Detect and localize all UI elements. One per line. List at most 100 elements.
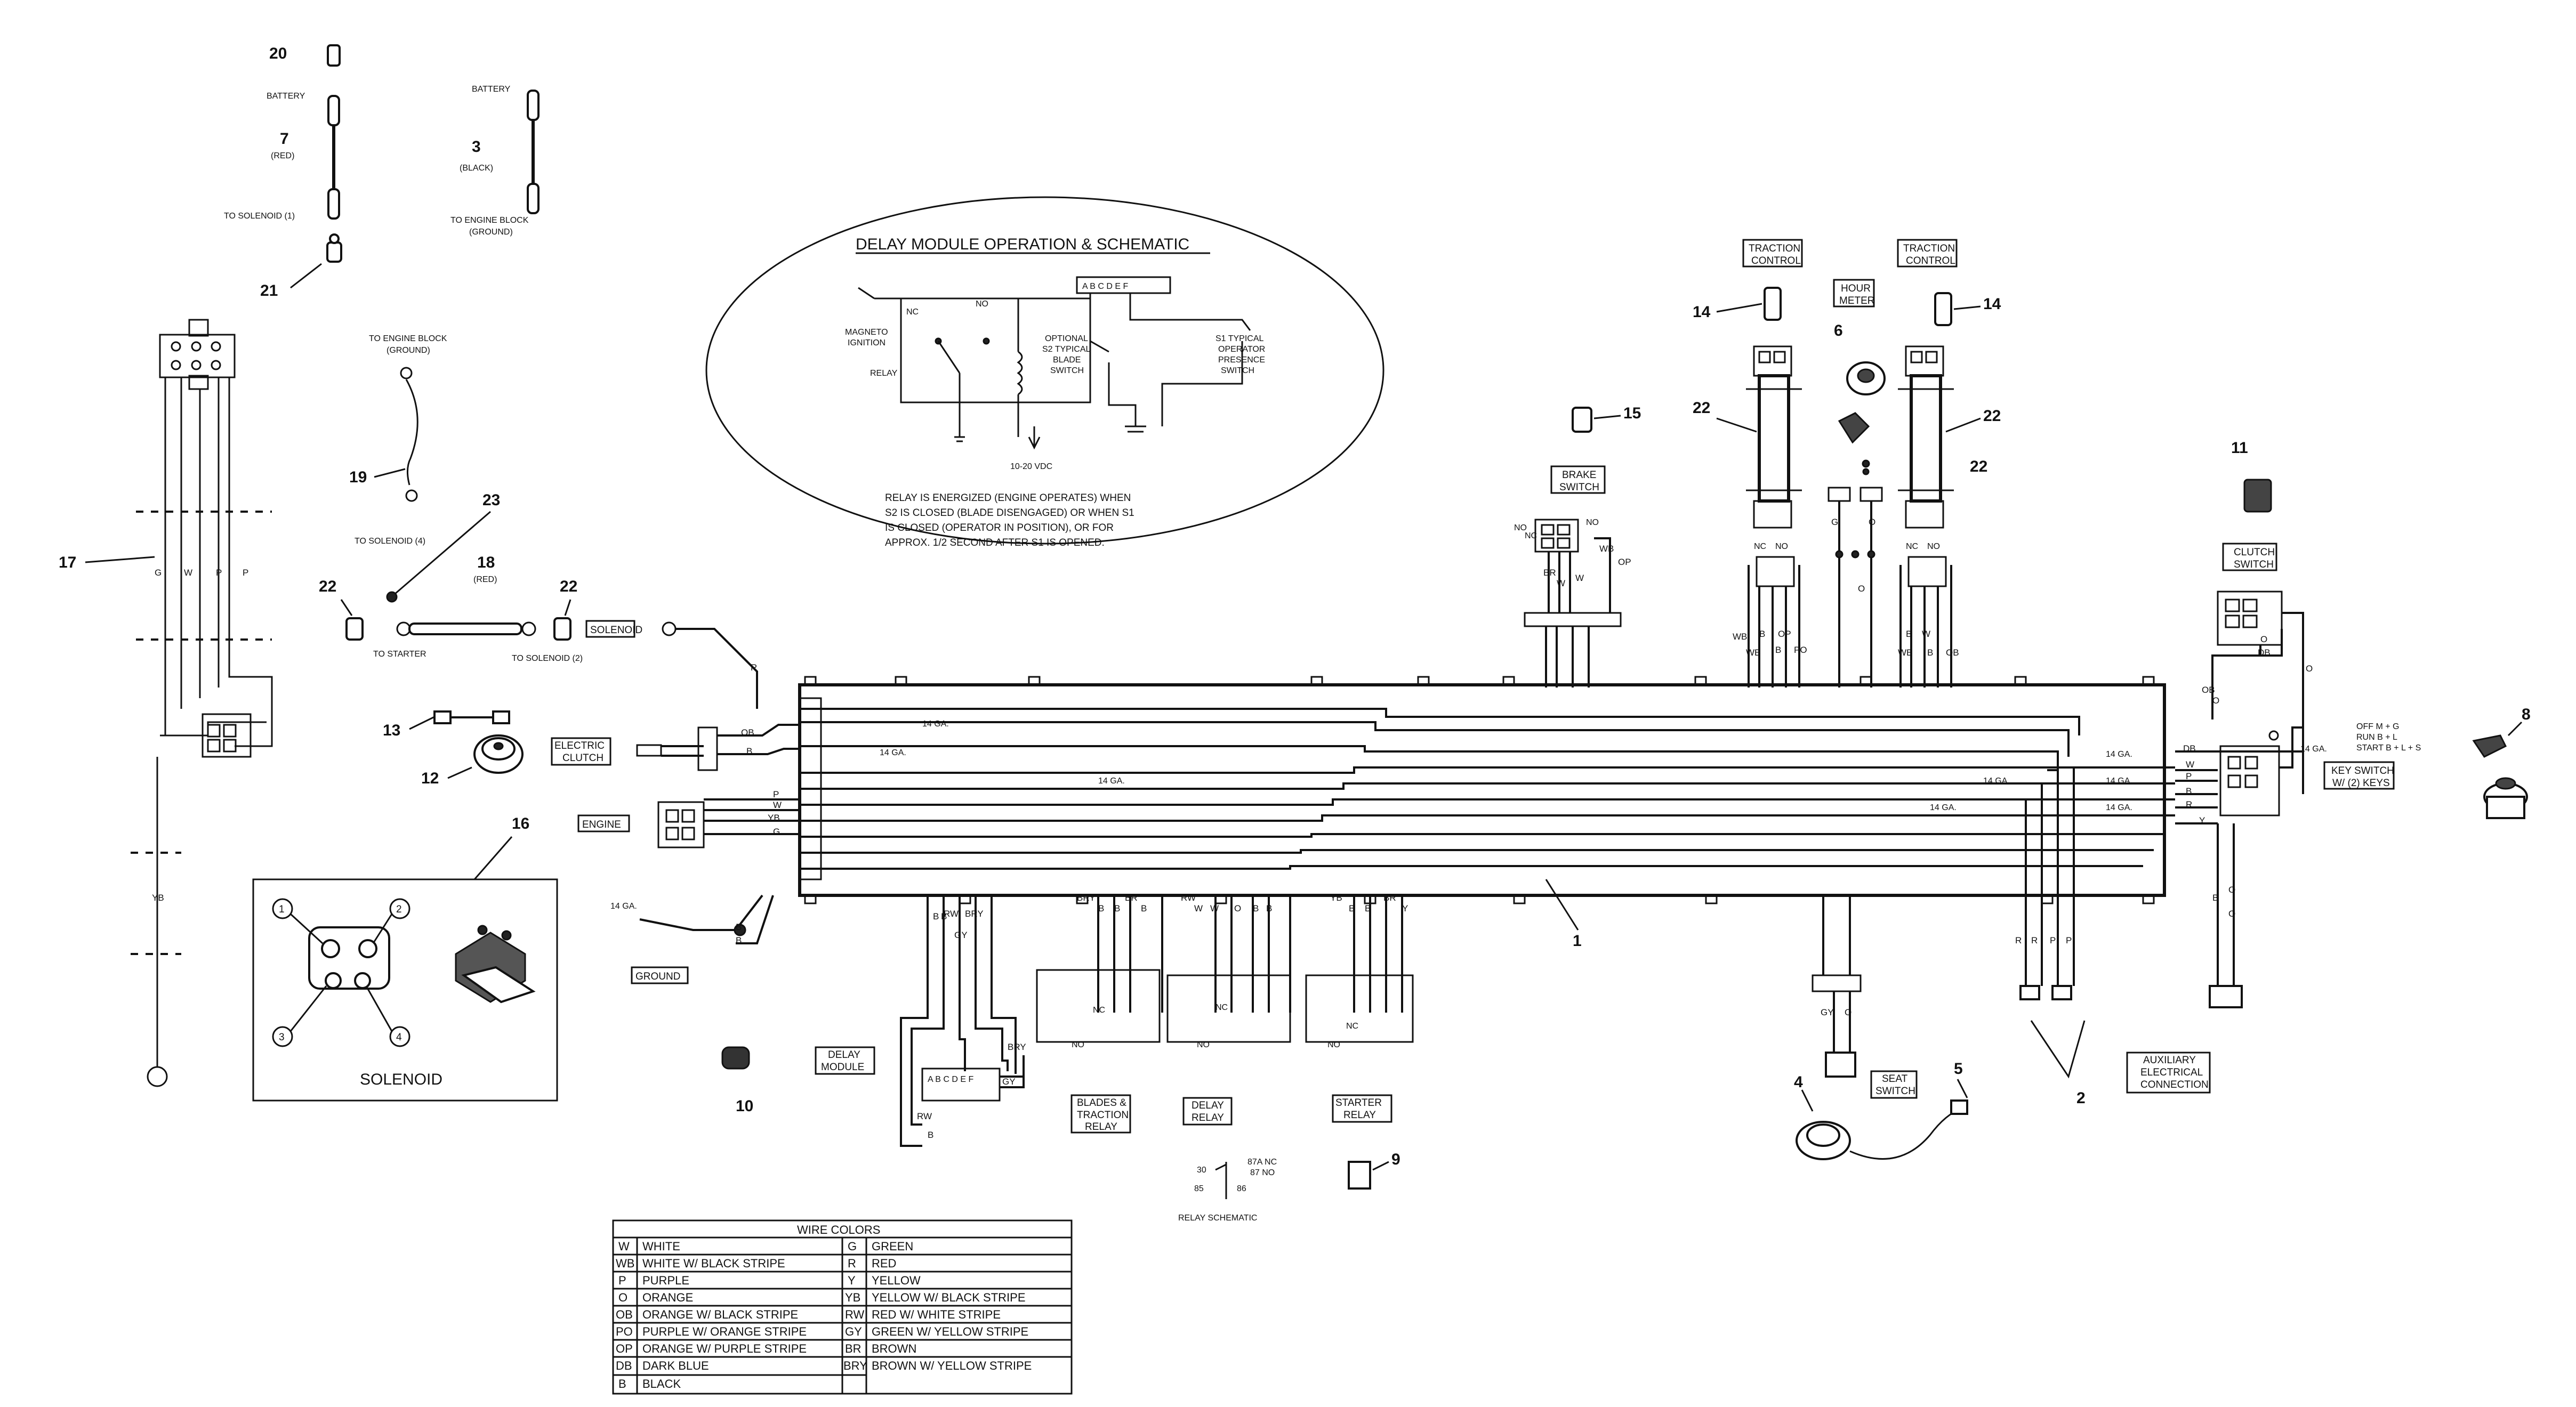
svg-text:BRY: BRY xyxy=(965,909,984,919)
svg-text:RW: RW xyxy=(944,909,959,919)
svg-text:GY: GY xyxy=(1002,1077,1016,1087)
svg-text:DELAY MODULE OPERATION & SCHEM: DELAY MODULE OPERATION & SCHEMATIC xyxy=(856,236,1189,253)
svg-text:TO SOLENOID (1): TO SOLENOID (1) xyxy=(224,212,295,221)
svg-text:2: 2 xyxy=(2076,1089,2086,1107)
svg-text:BRAKE: BRAKE xyxy=(1562,470,1596,481)
svg-text:P: P xyxy=(2186,771,2192,781)
svg-text:RW: RW xyxy=(1181,893,1196,903)
svg-text:SWITCH: SWITCH xyxy=(1875,1086,1915,1097)
svg-text:GROUND: GROUND xyxy=(635,971,680,982)
svg-text:GY: GY xyxy=(1821,1007,1834,1017)
svg-text:G: G xyxy=(773,827,780,837)
svg-text:87 NO: 87 NO xyxy=(1250,1168,1275,1177)
svg-text:86: 86 xyxy=(1237,1184,1246,1193)
svg-text:BRY: BRY xyxy=(1008,1042,1026,1052)
svg-text:OP: OP xyxy=(616,1342,633,1355)
svg-text:R: R xyxy=(2015,935,2022,945)
terminal-boot-21: 21 xyxy=(260,233,342,300)
svg-text:G: G xyxy=(155,568,162,578)
svg-text:4: 4 xyxy=(1794,1073,1803,1091)
svg-text:A B C D E F: A B C D E F xyxy=(1082,282,1128,291)
svg-text:NC: NC xyxy=(906,308,919,317)
svg-text:R: R xyxy=(751,662,757,673)
svg-text:O: O xyxy=(1234,903,1241,913)
svg-text:(RED): (RED) xyxy=(473,575,497,584)
svg-text:B: B xyxy=(1253,903,1259,913)
svg-text:R: R xyxy=(2186,799,2192,810)
svg-text:YB: YB xyxy=(845,1291,860,1304)
svg-text:S2 TYPICAL: S2 TYPICAL xyxy=(1042,345,1091,354)
svg-text:GREEN W/ YELLOW STRIPE: GREEN W/ YELLOW STRIPE xyxy=(872,1325,1028,1338)
svg-text:B: B xyxy=(1266,903,1272,913)
svg-text:NC: NC xyxy=(1906,542,1918,551)
svg-text:W: W xyxy=(184,568,192,578)
svg-text:PO: PO xyxy=(616,1325,633,1338)
svg-text:P: P xyxy=(243,568,248,578)
svg-text:14 GA.: 14 GA. xyxy=(2106,777,2132,786)
svg-text:TRACTION: TRACTION xyxy=(1903,243,1955,254)
svg-text:BLACK: BLACK xyxy=(642,1377,681,1390)
svg-text:R: R xyxy=(848,1257,856,1270)
svg-text:CLUTCH: CLUTCH xyxy=(562,753,603,764)
svg-text:DELAY: DELAY xyxy=(1192,1100,1224,1111)
svg-text:DELAY: DELAY xyxy=(828,1049,860,1061)
svg-text:OB: OB xyxy=(2202,685,2215,695)
svg-text:RELAY: RELAY xyxy=(1192,1112,1224,1123)
svg-text:23: 23 xyxy=(482,491,500,509)
svg-text:TRACTION: TRACTION xyxy=(1077,1110,1129,1121)
svg-text:(GROUND): (GROUND) xyxy=(469,228,513,237)
svg-text:NO: NO xyxy=(1197,1040,1210,1049)
svg-text:STARTER: STARTER xyxy=(1335,1097,1382,1109)
svg-text:14 GA.: 14 GA. xyxy=(1930,803,1957,812)
svg-text:6: 6 xyxy=(1834,322,1843,339)
svg-text:W: W xyxy=(1575,573,1584,583)
svg-text:16: 16 xyxy=(512,815,529,832)
svg-text:OPTIONAL: OPTIONAL xyxy=(1045,334,1088,343)
svg-text:B: B xyxy=(618,1377,626,1390)
svg-text:YB: YB xyxy=(152,893,164,903)
svg-text:14 GA.: 14 GA. xyxy=(2106,803,2132,812)
svg-text:22: 22 xyxy=(560,578,577,595)
svg-text:11: 11 xyxy=(2231,439,2248,457)
svg-text:RELAY: RELAY xyxy=(1343,1110,1376,1121)
svg-text:HOUR: HOUR xyxy=(1841,283,1871,294)
battery-cable-red: 20 BATTERY 7 (RED) TO SOLENOID (1) xyxy=(224,44,341,221)
svg-text:KEY SWITCH: KEY SWITCH xyxy=(2331,765,2394,777)
svg-text:W: W xyxy=(2186,759,2194,770)
svg-text:30: 30 xyxy=(1197,1166,1206,1175)
svg-text:R: R xyxy=(2031,935,2038,945)
svg-text:ORANGE W/ BLACK STRIPE: ORANGE W/ BLACK STRIPE xyxy=(642,1308,798,1321)
svg-text:NO: NO xyxy=(1927,542,1940,551)
svg-text:WB: WB xyxy=(1599,544,1614,554)
wire-colors-table: WIRE COLORS W WHITE G GREEN WB WHITE W/ … xyxy=(612,1219,1073,1395)
svg-text:START B + L + S: START B + L + S xyxy=(2356,743,2421,753)
svg-text:B: B xyxy=(1759,629,1765,639)
svg-text:A B C D E F: A B C D E F xyxy=(928,1075,973,1084)
svg-text:17: 17 xyxy=(59,554,76,571)
svg-text:P: P xyxy=(618,1274,626,1287)
svg-text:RELAY: RELAY xyxy=(870,369,898,378)
svg-text:ELECTRIC: ELECTRIC xyxy=(554,740,605,751)
svg-text:RUN B + L: RUN B + L xyxy=(2356,733,2397,742)
svg-text:NO: NO xyxy=(976,300,988,309)
svg-text:3: 3 xyxy=(472,138,481,156)
svg-text:APPROX. 1/2 SECOND AFTER S1 IS: APPROX. 1/2 SECOND AFTER S1 IS OPENED. xyxy=(885,537,1105,548)
svg-text:BRY: BRY xyxy=(843,1359,867,1372)
svg-text:4: 4 xyxy=(396,1032,402,1043)
svg-text:20: 20 xyxy=(269,45,287,62)
svg-text:WHITE: WHITE xyxy=(642,1240,680,1253)
svg-text:CONNECTION: CONNECTION xyxy=(2140,1079,2209,1090)
svg-text:S1 TYPICAL: S1 TYPICAL xyxy=(1215,334,1264,343)
svg-text:GY: GY xyxy=(954,930,968,940)
svg-text:O: O xyxy=(2306,664,2313,674)
svg-text:WB: WB xyxy=(616,1257,634,1270)
svg-text:SOLENOID: SOLENOID xyxy=(360,1071,442,1088)
svg-text:O: O xyxy=(1858,584,1865,594)
svg-text:W: W xyxy=(773,800,782,810)
svg-text:SEAT: SEAT xyxy=(1882,1073,1908,1085)
svg-text:B: B xyxy=(1141,903,1147,913)
svg-text:Y: Y xyxy=(848,1274,856,1287)
svg-text:8: 8 xyxy=(2522,706,2531,723)
